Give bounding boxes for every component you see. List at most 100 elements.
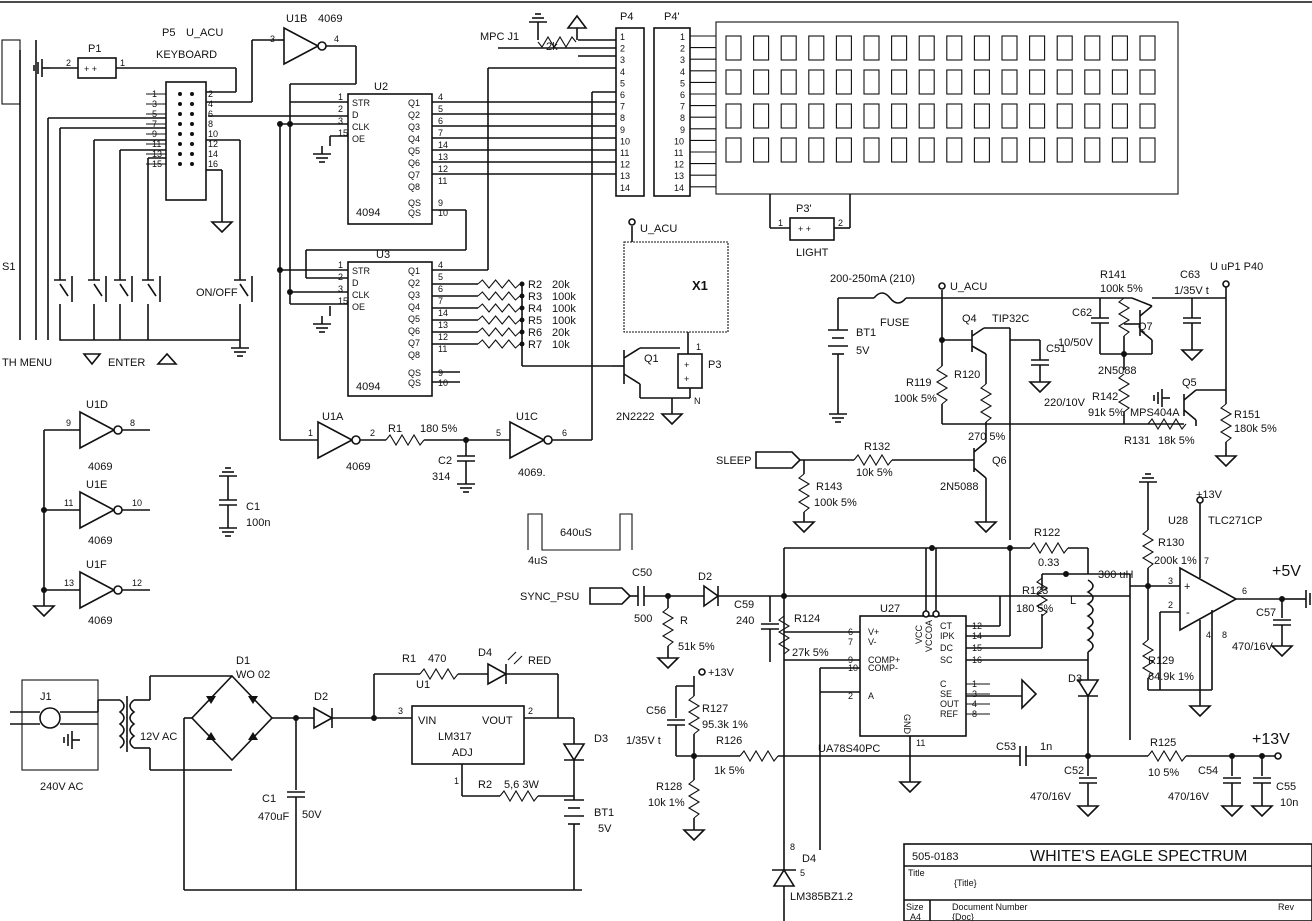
svg-text:6: 6	[562, 428, 567, 438]
u27-pin-label: DC	[940, 643, 953, 653]
svg-text:C63: C63	[1180, 269, 1200, 281]
p5-pin-dot	[178, 122, 182, 126]
svg-text:Q6: Q6	[992, 455, 1007, 467]
svg-text:FUSE: FUSE	[880, 317, 909, 329]
sr-pin-label: D	[352, 110, 359, 120]
p5-pin-dot	[190, 122, 194, 126]
u27-pin-label: SC	[940, 655, 953, 665]
svg-text:U2: U2	[374, 81, 388, 93]
display-character-cell	[946, 137, 963, 163]
p4p-pin-number: 9	[680, 125, 685, 135]
r1-label: R1	[388, 423, 402, 435]
display-character-cell	[973, 103, 990, 129]
svg-text:C54: C54	[1198, 765, 1218, 777]
svg-text:U27: U27	[880, 603, 900, 615]
p5-pin-right: 14	[208, 149, 218, 159]
svg-text:10: 10	[438, 208, 448, 218]
sr-pin-label: STR	[352, 266, 371, 276]
svg-text:10 5%: 10 5%	[1148, 767, 1179, 779]
svg-text:4094: 4094	[356, 207, 380, 219]
svg-text:C52: C52	[1064, 765, 1084, 777]
display-character-cell	[808, 69, 825, 95]
sr-pin-label: CLK	[352, 122, 370, 132]
svg-text:10k 5%: 10k 5%	[856, 467, 893, 479]
p4p-pin-number: 10	[674, 136, 684, 146]
c2-label: C2	[438, 455, 452, 467]
ladder-resistor	[477, 291, 521, 301]
p5-pin-right: 2	[208, 89, 213, 99]
svg-text:10k 1%: 10k 1%	[648, 797, 685, 809]
switching-converter: SYNC_PSU C50 500 R 51k 5% D2 R122 0.33 C…	[520, 527, 1298, 921]
svg-text:VOUT: VOUT	[482, 715, 513, 727]
display-character-cell	[725, 35, 742, 61]
svg-text:TIP32C: TIP32C	[992, 313, 1029, 325]
sr-pin-number: 15	[338, 128, 348, 138]
svg-text:3: 3	[270, 34, 275, 44]
svg-text:470/16V: 470/16V	[1030, 791, 1072, 803]
svg-text:R131: R131	[1124, 435, 1150, 447]
p5-pin-right: 16	[208, 159, 218, 169]
svg-text:+ +: + +	[84, 64, 97, 74]
sr-pin-label: Q8	[408, 350, 420, 360]
svg-text:1/35V t: 1/35V t	[626, 735, 661, 747]
svg-text:18k 5%: 18k 5%	[1158, 435, 1195, 447]
svg-text:R124: R124	[794, 613, 820, 625]
display-character-cell	[780, 69, 797, 95]
svg-text:C59: C59	[734, 599, 754, 611]
sr-pin-number: 12	[438, 164, 448, 174]
display-character-cell	[753, 69, 770, 95]
svg-text:D4: D4	[478, 647, 492, 659]
svg-text:5: 5	[800, 868, 805, 878]
svg-text:95.3k 1%: 95.3k 1%	[702, 719, 748, 731]
svg-text:1: 1	[454, 776, 459, 786]
svg-text:11: 11	[64, 498, 73, 508]
p5-pin-dot	[190, 102, 194, 106]
ladder-resistor	[477, 339, 521, 349]
svg-text:U1A: U1A	[322, 411, 344, 423]
svg-text:R143: R143	[816, 481, 842, 493]
display-character-cell	[725, 137, 742, 163]
svg-text:R119: R119	[906, 377, 931, 389]
svg-text:U3: U3	[376, 249, 390, 261]
svg-text:QS: QS	[408, 208, 421, 218]
svg-text:640uS: 640uS	[560, 527, 592, 539]
sr-pin-label: OE	[352, 134, 365, 144]
svg-text:U1E: U1E	[86, 479, 107, 491]
sr-pin-number: 3	[338, 284, 343, 294]
p4-pin-number: 7	[620, 102, 625, 112]
p4-pin-number: 8	[620, 113, 625, 123]
svg-text:WO 02: WO 02	[236, 669, 270, 681]
svg-text:C51: C51	[1046, 343, 1066, 355]
u27-pin-label: OUT	[940, 699, 960, 709]
svg-text:U_ACU: U_ACU	[640, 223, 677, 235]
inverter-u1e: U1E 4069 11 10	[44, 479, 150, 547]
display-character-cell	[1029, 69, 1046, 95]
svg-text:200-250mA (210): 200-250mA (210)	[830, 273, 915, 285]
svg-text:+13V: +13V	[1196, 489, 1223, 501]
svg-text:L: L	[1070, 595, 1076, 607]
sr-pin-number: 2	[338, 104, 343, 114]
display-character-cell	[725, 103, 742, 129]
p5-pin-dot	[178, 92, 182, 96]
p5-pin-right: 6	[208, 109, 213, 119]
svg-text:QS: QS	[408, 368, 421, 378]
display-character-cell	[1139, 103, 1156, 129]
p4p-pin-number: 4	[680, 67, 685, 77]
display-character-cell	[835, 35, 852, 61]
display-character-cell	[1111, 35, 1128, 61]
battery-management: 200-250mA (210) U_ACU FUSE BT1 5V Q4 TIP…	[716, 261, 1277, 540]
svg-text:RED: RED	[528, 655, 551, 667]
sr-pin-number: 3	[338, 116, 343, 126]
svg-text:2: 2	[370, 428, 375, 438]
svg-text:TLC271CP: TLC271CP	[1208, 515, 1262, 527]
svg-text:{Title}: {Title}	[954, 878, 977, 888]
svg-text:R141: R141	[1100, 269, 1126, 281]
svg-text:U1F: U1F	[86, 559, 107, 571]
svg-text:9: 9	[438, 368, 443, 378]
svg-text:R151: R151	[1234, 409, 1260, 421]
svg-text:U1B: U1B	[286, 13, 307, 25]
svg-text:D4: D4	[802, 853, 816, 865]
svg-text:500: 500	[634, 613, 652, 625]
svg-text:4069: 4069	[318, 13, 342, 25]
